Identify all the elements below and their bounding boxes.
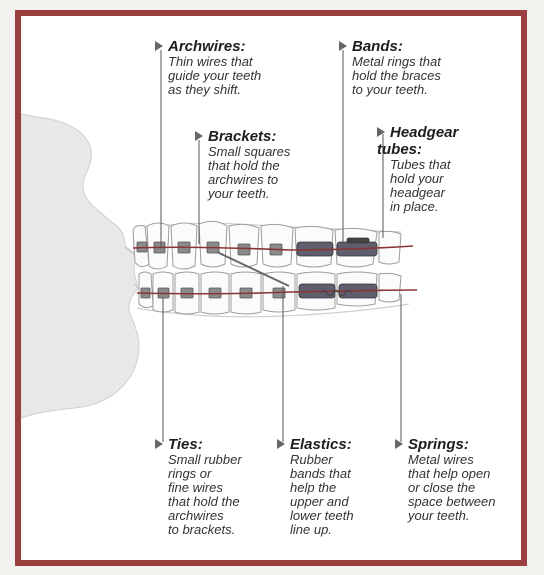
headgear-tube [347, 238, 369, 243]
bands-description: Metal rings that hold the braces to your… [339, 55, 441, 97]
bands-label: Bands: Metal rings that hold the braces … [339, 38, 441, 97]
headgear-tubes-label: Headgear tubes: Tubes that hold your hea… [377, 124, 458, 214]
lower-tooth [379, 273, 401, 302]
face-profile [21, 114, 139, 418]
elastics-label: Elastics: Rubber bands that help the upp… [277, 436, 354, 537]
springs-description: Metal wires that help open or close the … [395, 453, 495, 523]
diagram-frame: Archwires: Thin wires that guide your te… [15, 10, 527, 566]
springs-label: Springs: Metal wires that help open or c… [395, 436, 495, 523]
archwires-title: Archwires: [155, 38, 261, 55]
archwires-description: Thin wires that guide your teeth as they… [155, 55, 261, 97]
elastics-description: Rubber bands that help the upper and low… [277, 453, 354, 537]
bracket [238, 244, 250, 255]
ties-label: Ties: Small rubber rings or fine wires t… [155, 436, 242, 537]
elastics-title: Elastics: [277, 436, 354, 453]
brackets-description: Small squares that hold the archwires to… [195, 145, 290, 201]
headgear-tubes-title: Headgear tubes: [377, 124, 458, 158]
ties-description: Small rubber rings or fine wires that ho… [155, 453, 242, 537]
archwires-label: Archwires: Thin wires that guide your te… [155, 38, 261, 97]
brackets-label: Brackets: Small squares that hold the ar… [195, 128, 290, 201]
springs-title: Springs: [395, 436, 495, 453]
headgear-tubes-description: Tubes that hold your headgear in place. [377, 158, 458, 214]
brackets-title: Brackets: [195, 128, 290, 145]
bands-title: Bands: [339, 38, 441, 55]
ties-title: Ties: [155, 436, 242, 453]
